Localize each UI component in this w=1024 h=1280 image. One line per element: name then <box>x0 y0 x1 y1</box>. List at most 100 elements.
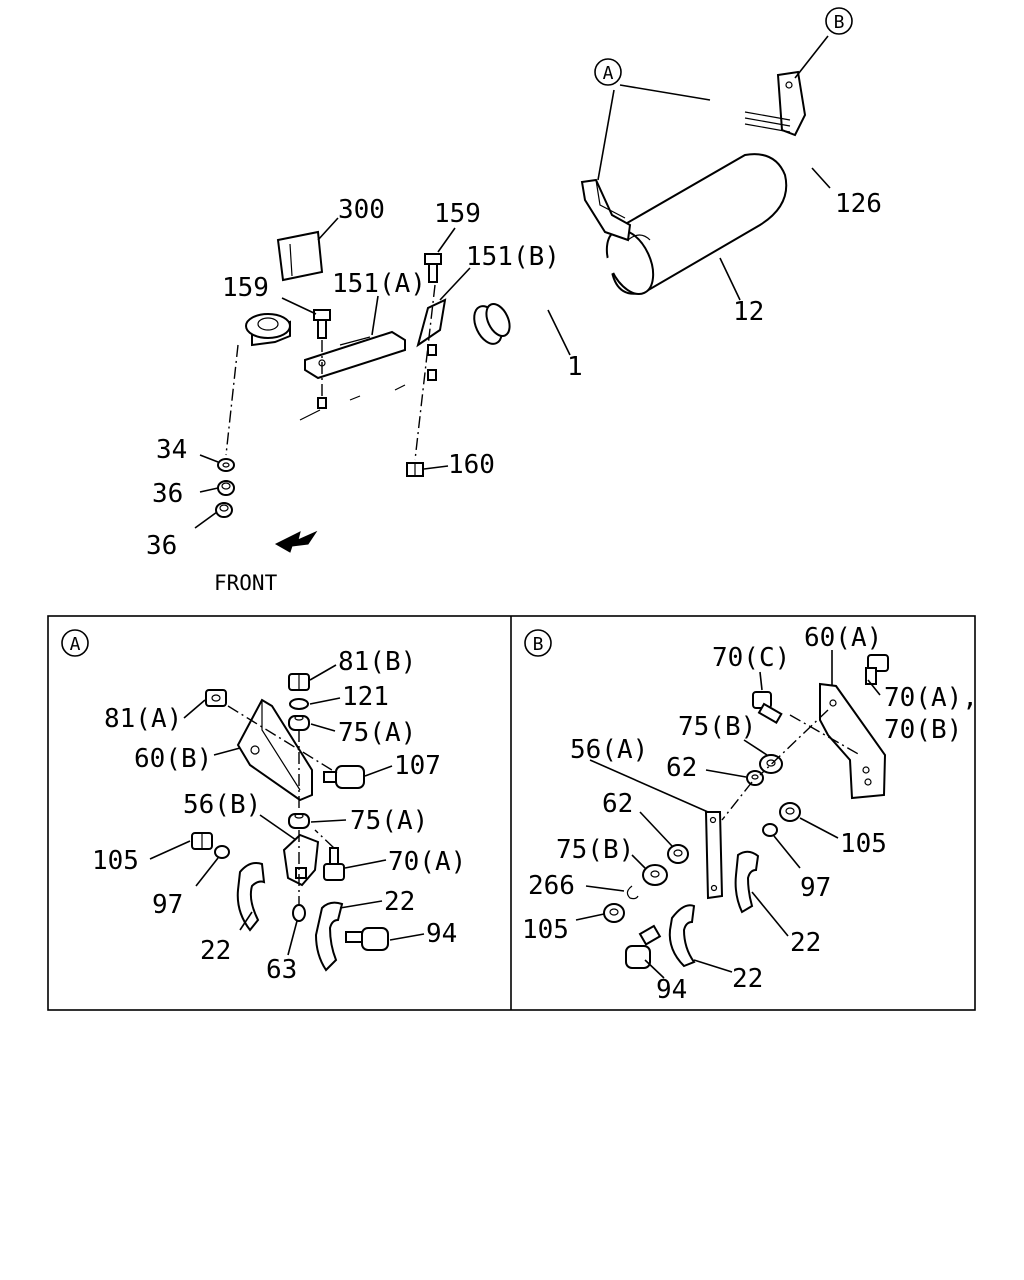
label-75b-upper: 75(B) <box>678 712 756 742</box>
svg-text:A: A <box>70 634 81 655</box>
nut-36-a <box>217 480 235 496</box>
bolt-70a-70b <box>865 654 889 685</box>
nut-36-b <box>215 502 233 518</box>
marker-b: B <box>825 7 853 35</box>
bracket-60a <box>819 682 887 800</box>
callout-151b: 151(B) <box>466 242 560 272</box>
detail-b-tag: B <box>524 629 552 657</box>
bolt-70c <box>752 691 783 725</box>
centerline <box>225 344 239 456</box>
label-94: 94 <box>426 919 457 949</box>
mount-56b <box>282 833 320 887</box>
detail-a-tag: A <box>61 629 89 657</box>
bolt-159-right <box>424 253 442 283</box>
label-70a: 70(A), <box>884 683 978 713</box>
bolt-107 <box>323 765 365 789</box>
callout-36-a: 36 <box>152 479 183 509</box>
strap-56a <box>704 811 724 900</box>
callout-159-upper: 159 <box>434 199 481 229</box>
washer-97 <box>214 845 230 859</box>
clamp-22-lower <box>668 904 696 968</box>
bolt-70a <box>323 847 345 881</box>
washer-34 <box>217 458 235 472</box>
label-81b: 81(B) <box>338 647 416 677</box>
label-94: 94 <box>656 975 687 1005</box>
label-105-right: 105 <box>840 829 887 859</box>
label-56b: 56(B) <box>183 790 261 820</box>
label-105: 105 <box>92 846 139 876</box>
callout-12: 12 <box>733 297 764 327</box>
callout-159-lower: 159 <box>222 273 269 303</box>
callout-160: 160 <box>448 450 495 480</box>
bush-75a-lower <box>288 813 310 829</box>
front-arrow-icon <box>274 530 318 553</box>
label-107: 107 <box>394 751 441 781</box>
bushing-62-lower <box>667 844 689 864</box>
label-60a: 60(A) <box>804 623 882 653</box>
label-266: 266 <box>528 871 575 901</box>
nut-81b <box>288 673 310 691</box>
callout-36-b: 36 <box>146 531 177 561</box>
label-75a-upper: 75(A) <box>338 718 416 748</box>
bolt-94 <box>345 927 389 951</box>
label-22-left: 22 <box>200 936 231 966</box>
label-22-upper: 22 <box>790 928 821 958</box>
svg-text:B: B <box>834 12 845 33</box>
label-60b: 60(B) <box>134 744 212 774</box>
muffler-12 <box>605 153 788 295</box>
hanger-bracket-a <box>580 178 632 242</box>
bracket-151a <box>304 330 406 380</box>
label-97: 97 <box>152 890 183 920</box>
callout-1: 1 <box>567 352 583 382</box>
callout-126: 126 <box>835 189 882 219</box>
label-105-left: 105 <box>522 915 569 945</box>
label-56a: 56(A) <box>570 735 648 765</box>
label-121: 121 <box>342 682 389 712</box>
label-70a: 70(A) <box>388 847 466 877</box>
nut-105-right <box>779 802 801 822</box>
svg-text:A: A <box>603 63 614 84</box>
callout-34: 34 <box>156 435 187 465</box>
label-75b-lower: 75(B) <box>556 835 634 865</box>
callout-151a: 151(A) <box>332 269 426 299</box>
bolt-94 <box>625 924 662 969</box>
label-62-upper: 62 <box>666 753 697 783</box>
hanger-bracket-b <box>744 70 807 137</box>
label-75a-lower: 75(A) <box>350 806 428 836</box>
pipe-flange <box>473 303 511 345</box>
detail-a: A <box>61 629 466 985</box>
callout-300: 300 <box>338 195 385 225</box>
label-63: 63 <box>266 955 297 985</box>
bolt-159-left <box>313 309 331 339</box>
marker-a: A <box>594 58 622 86</box>
bushing-63 <box>292 904 306 922</box>
leader-lines-main <box>194 35 831 529</box>
label-22-right: 22 <box>384 887 415 917</box>
main-pipe-1 <box>432 254 626 358</box>
bush-75a-upper <box>288 715 310 731</box>
clamp-22-right <box>314 901 344 972</box>
bush-75b-lower <box>642 864 668 886</box>
clamp-22-left <box>236 862 266 932</box>
front-pipe <box>245 313 449 449</box>
detail-b: B <box>522 623 978 1005</box>
label-62-lower: 62 <box>602 789 633 819</box>
centerline <box>414 284 436 461</box>
nut-105-left <box>603 903 625 923</box>
washer-121 <box>289 698 309 710</box>
tail-pipe-126 <box>693 74 845 189</box>
label-81a: 81(A) <box>104 704 182 734</box>
label-70c: 70(C) <box>712 643 790 673</box>
hanger-tabs <box>317 344 437 409</box>
nut-105 <box>191 832 213 850</box>
heat-shield-300 <box>276 230 324 282</box>
bracket-151b <box>416 298 447 348</box>
label-70b: 70(B) <box>884 715 962 745</box>
svg-text:B: B <box>533 634 544 655</box>
label-97: 97 <box>800 873 831 903</box>
clamp-22-upper <box>734 850 760 914</box>
nut-160 <box>406 462 424 477</box>
clip-266 <box>626 885 639 900</box>
nut-81a <box>205 689 227 707</box>
